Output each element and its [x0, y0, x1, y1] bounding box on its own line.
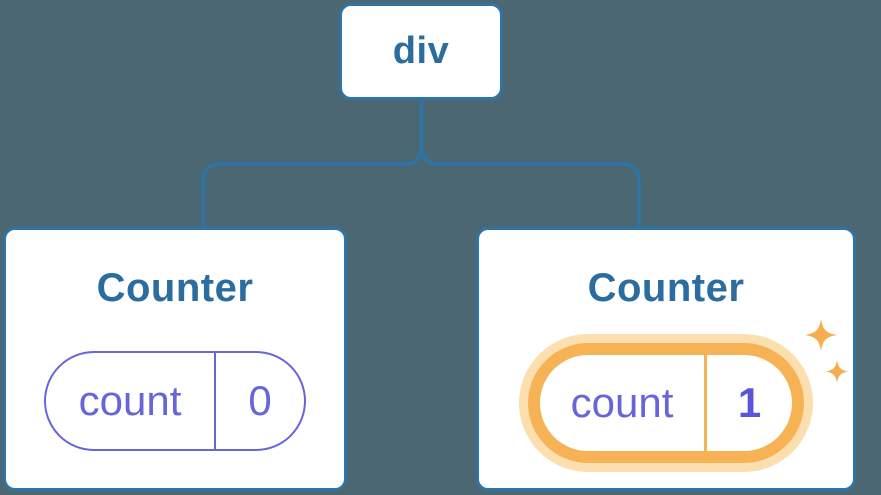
counter-title: Counter	[96, 266, 254, 310]
state-key: count	[78, 377, 182, 424]
connector-right-branch	[419, 99, 641, 227]
counter-node-right: Counter count 1	[476, 227, 856, 491]
state-value: 1	[704, 355, 792, 451]
counter-title: Counter	[587, 266, 745, 310]
state-pill-highlighted: count 1	[540, 355, 792, 451]
state-pill: count 0	[44, 351, 306, 451]
root-node-label: div	[392, 30, 450, 72]
connector-left-branch	[201, 99, 424, 227]
state-value: 0	[214, 353, 304, 449]
state-key: count	[570, 379, 674, 426]
counter-node-left: Counter count 0	[3, 227, 347, 491]
root-node: div	[339, 3, 503, 100]
